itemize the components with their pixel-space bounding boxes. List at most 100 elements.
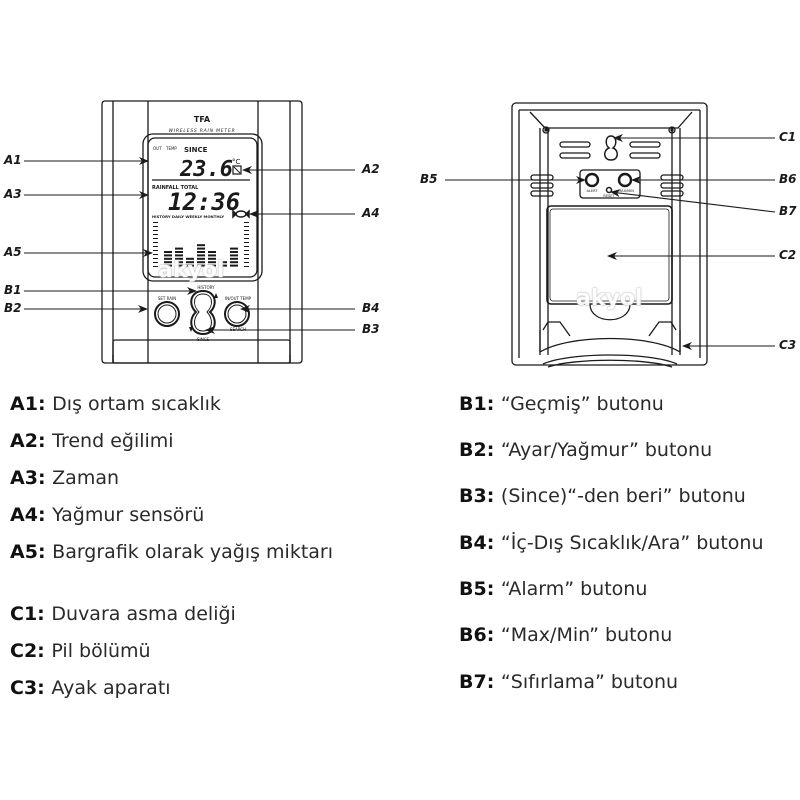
since-button-label: SINCE xyxy=(197,337,210,342)
alarm-button[interactable] xyxy=(584,172,600,188)
bargraph-segment xyxy=(164,264,172,267)
legend-text: Pil bölümü xyxy=(51,640,151,662)
callout-a4: A4 xyxy=(362,206,380,220)
bargraph-segment xyxy=(230,264,238,267)
legend-sep: : xyxy=(486,624,501,646)
legend-item-b3: B3: (Since)“-den beri” butonu xyxy=(459,485,746,507)
front-housing xyxy=(101,100,303,364)
history-labels: HISTORY DAILY WEEKLY MONTHLY xyxy=(152,214,224,219)
max-min-button[interactable] xyxy=(617,172,633,188)
legend-code: B6 xyxy=(459,624,487,646)
legend-sep: : xyxy=(37,677,52,699)
battery-compartment xyxy=(546,205,673,305)
bargraph-segment xyxy=(175,247,183,250)
bargraph-segment xyxy=(186,261,194,264)
bargraph-segment xyxy=(219,264,227,267)
legend-item-b5: B5: “Alarm” butonu xyxy=(459,578,647,600)
scale-tick xyxy=(153,246,158,247)
rainfall-total-label: RAINFALL TOTAL xyxy=(152,185,199,191)
legend-text: (Since)“-den beri” butonu xyxy=(500,485,746,507)
b7-leader xyxy=(610,189,776,213)
bargraph-segment xyxy=(208,257,216,260)
legend-item-b2: B2: “Ayar/Yağmur” butonu xyxy=(459,439,712,461)
bargraph-segment xyxy=(164,254,172,257)
bargraph-segment xyxy=(230,247,238,250)
legend-item-c1: C1: Duvara asma deliği xyxy=(10,603,236,625)
bargraph-segment xyxy=(208,251,216,253)
callout-b7: B7 xyxy=(779,204,797,218)
legend-item-a1: A1: Dış ortam sıcaklık xyxy=(10,393,221,415)
in-out-temp-label: IN/OUT TEMP xyxy=(225,296,252,301)
legend-item-a2: A2: Trend eğilimi xyxy=(10,430,174,452)
legend-text: Duvara asma deliği xyxy=(51,603,236,625)
lcd-frame xyxy=(142,133,263,282)
legend-text: Bargrafik olarak yağış miktarı xyxy=(52,541,334,563)
legend-text: “Alarm” butonu xyxy=(500,578,648,600)
bargraph-segment xyxy=(175,251,183,253)
watermark-front: akyol xyxy=(158,258,225,283)
back-callout-lines xyxy=(445,134,776,350)
legend-code: B1 xyxy=(459,393,487,415)
set-rain-button[interactable] xyxy=(154,301,180,327)
legend-code: A3 xyxy=(10,467,38,489)
callout-a2: A2 xyxy=(362,162,380,176)
scale-tick xyxy=(153,242,158,243)
legend-item-c3: C3: Ayak aparatı xyxy=(10,677,171,699)
scale-tick xyxy=(244,242,249,243)
legend-code: B4 xyxy=(459,532,487,554)
legend-code: C3 xyxy=(10,677,38,699)
callout-b4: B4 xyxy=(362,301,380,315)
watermark-back: akyol xyxy=(576,286,643,311)
alarm-label: ALERT xyxy=(587,189,599,193)
bargraph-segment xyxy=(186,257,194,260)
scale-tick xyxy=(244,250,249,251)
scale-tick xyxy=(244,258,249,259)
legend-sep: : xyxy=(486,671,501,693)
back-housing xyxy=(511,102,708,366)
legend-text: “Ayar/Yağmur” butonu xyxy=(500,439,713,461)
callout-b2: B2 xyxy=(4,301,22,315)
scale-tick xyxy=(153,234,158,235)
history-since-button[interactable] xyxy=(190,289,216,336)
legend-sep: : xyxy=(486,439,501,461)
back-button-labels: ALERT MAX/MIN RESET xyxy=(587,189,635,198)
legend-code: A2 xyxy=(10,430,38,452)
bargraph-segment xyxy=(175,254,183,257)
temperature-unit: °C xyxy=(232,158,241,166)
legend-item-a3: A3: Zaman xyxy=(10,467,119,489)
scale-tick xyxy=(153,230,158,231)
callout-b6: B6 xyxy=(779,172,797,186)
legend-code: B7 xyxy=(459,671,487,693)
callout-b3: B3 xyxy=(362,322,380,336)
screw-left xyxy=(542,126,550,134)
legend-sep: : xyxy=(37,430,53,452)
legend-sep: : xyxy=(486,578,501,600)
legend-code: A1 xyxy=(10,393,38,415)
legend-item-b1: B1: “Geçmiş” butonu xyxy=(459,393,664,415)
legend-sep: : xyxy=(37,603,52,625)
rain-bargraph xyxy=(164,244,238,267)
scale-tick xyxy=(153,266,158,267)
bargraph-segment xyxy=(230,257,238,260)
legend-text: Yağmur sensörü xyxy=(52,504,205,526)
in-out-temp-button[interactable] xyxy=(224,301,250,327)
legend-code: C2 xyxy=(10,640,38,662)
scale-tick xyxy=(244,262,249,263)
bargraph-segment xyxy=(197,264,205,267)
set-rain-label: SET RAIN xyxy=(158,296,176,301)
legend-text: Dış ortam sıcaklık xyxy=(52,393,221,415)
legend-sep: : xyxy=(37,393,53,415)
reset-button[interactable] xyxy=(605,186,613,194)
scale-tick xyxy=(244,234,249,235)
scale-tick xyxy=(153,222,158,223)
bargraph-segment xyxy=(230,261,238,264)
legend-code: A5 xyxy=(10,541,38,563)
scale-tick xyxy=(153,262,158,263)
callout-a5: A5 xyxy=(4,245,22,259)
legend-text: “Sıfırlama” butonu xyxy=(500,671,679,693)
scale-tick xyxy=(153,254,158,255)
bargraph-segment xyxy=(164,257,172,260)
bargraph-segment xyxy=(230,254,238,257)
callout-c2: C2 xyxy=(779,248,797,262)
legend-sep: : xyxy=(37,640,52,662)
